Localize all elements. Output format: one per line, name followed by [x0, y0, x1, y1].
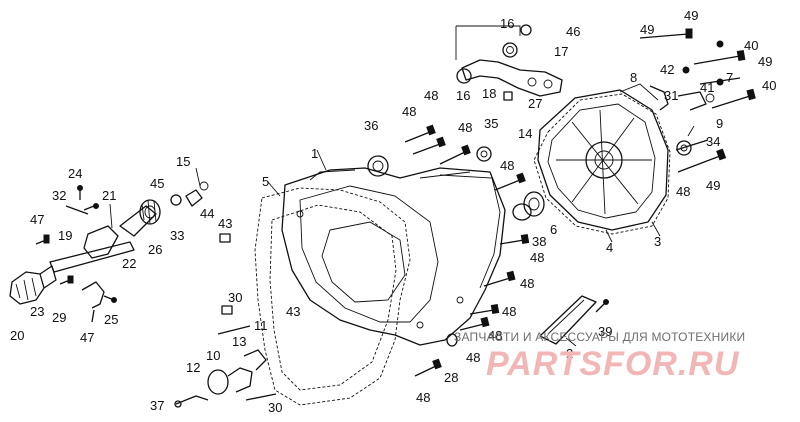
callout-4: 4 — [606, 240, 613, 255]
callout-33: 33 — [170, 228, 184, 243]
callout-23: 23 — [30, 304, 44, 319]
callout-43b: 43 — [286, 304, 300, 319]
callout-37: 37 — [150, 398, 164, 413]
callout-40b: 40 — [762, 78, 776, 93]
callout-20: 20 — [10, 328, 24, 343]
o-ring-6 — [512, 203, 532, 221]
callout-13: 13 — [232, 334, 246, 349]
callout-42: 42 — [660, 62, 674, 77]
callout-35: 35 — [484, 116, 498, 131]
callout-36: 36 — [364, 118, 378, 133]
callout-30a: 30 — [228, 290, 242, 305]
callout-3: 3 — [654, 234, 661, 249]
callout-9: 9 — [716, 116, 723, 131]
callout-30b: 30 — [268, 400, 282, 415]
shift-assembly — [9, 181, 231, 323]
callout-16b: 16 — [456, 88, 470, 103]
bolts — [404, 28, 756, 377]
callout-44: 44 — [200, 206, 214, 221]
callout-38: 38 — [532, 234, 546, 249]
callout-12: 12 — [186, 360, 200, 375]
transmission-case-1 — [281, 167, 506, 346]
callout-48k: 48 — [676, 184, 690, 199]
callout-48b: 48 — [424, 88, 438, 103]
callout-16a: 16 — [500, 16, 514, 31]
callout-46: 46 — [566, 24, 580, 39]
callout-labels: 1 2 3 4 5 6 7 8 9 10 11 12 13 14 15 16 1… — [10, 8, 776, 415]
callout-24: 24 — [68, 166, 82, 181]
callout-15: 15 — [176, 154, 190, 169]
callout-18: 18 — [482, 86, 496, 101]
callout-32: 32 — [52, 188, 66, 203]
plate-2 — [539, 295, 597, 345]
callout-40a: 40 — [744, 38, 758, 53]
watermark-caption: ЗАПЧАСТИ И АКСЕССУАРЫ ДЛЯ МОТОТЕХНИКИ — [454, 330, 746, 344]
callout-45: 45 — [150, 176, 164, 191]
callout-11: 11 — [254, 318, 268, 333]
callout-49b: 49 — [684, 8, 698, 23]
watermark-logo: PARTSFOR.RU — [486, 345, 740, 383]
callout-48c: 48 — [458, 120, 472, 135]
callout-48g: 48 — [502, 304, 516, 319]
callout-10: 10 — [206, 348, 220, 363]
callout-49a: 49 — [640, 22, 654, 37]
callout-7: 7 — [726, 70, 733, 85]
callout-48i: 48 — [466, 350, 480, 365]
callout-31: 31 — [664, 88, 678, 103]
callout-21: 21 — [102, 188, 116, 203]
callout-14: 14 — [518, 126, 532, 141]
oil-pipe-14 — [461, 59, 563, 97]
callout-47b: 47 — [80, 330, 94, 345]
callout-29: 29 — [52, 310, 66, 325]
bell-housing-4 — [537, 89, 669, 231]
callout-48a: 48 — [402, 104, 416, 119]
callout-48h: 48 — [488, 328, 502, 343]
callout-8: 8 — [630, 70, 637, 85]
bearing-36 — [367, 155, 389, 177]
callout-28: 28 — [444, 370, 458, 385]
callout-26: 26 — [148, 242, 162, 257]
callout-41: 41 — [700, 80, 714, 95]
callout-43a: 43 — [218, 216, 232, 231]
callout-17: 17 — [554, 44, 568, 59]
callout-2: 2 — [566, 346, 573, 361]
callout-48j: 48 — [416, 390, 430, 405]
callout-22: 22 — [122, 256, 136, 271]
callout-48e: 48 — [530, 250, 544, 265]
seal-34 — [676, 140, 692, 156]
callout-47a: 47 — [30, 212, 44, 227]
callout-25: 25 — [104, 312, 118, 327]
callout-48l: 49 — [706, 178, 720, 193]
callout-48d: 48 — [500, 158, 514, 173]
seal-35 — [476, 146, 492, 162]
callout-48f: 48 — [520, 276, 534, 291]
gasket-5 — [254, 187, 411, 406]
callout-27: 27 — [528, 96, 542, 111]
callout-34: 34 — [706, 134, 720, 149]
callout-39: 39 — [598, 324, 612, 339]
callout-1: 1 — [311, 146, 318, 161]
bearing-38 — [523, 191, 545, 217]
callout-6: 6 — [550, 222, 557, 237]
callout-19: 19 — [58, 228, 72, 243]
bottom-left-parts — [174, 305, 277, 408]
callout-49c: 49 — [758, 54, 772, 69]
callout-5: 5 — [262, 174, 269, 189]
